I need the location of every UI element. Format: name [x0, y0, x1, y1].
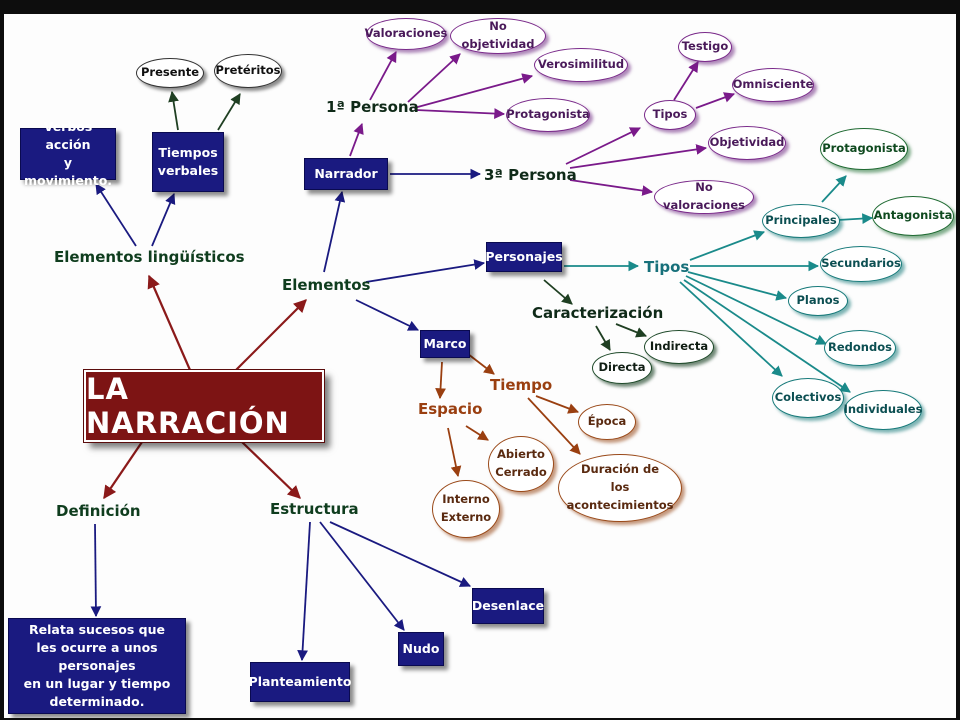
arrow-estructura-to-desenlace — [329, 521, 471, 587]
arrow-tipos-to-omnisciente — [695, 92, 736, 109]
label-tiempo: Tiempo — [490, 376, 553, 394]
arrow-tiempo-to-epoca — [535, 395, 580, 414]
ellipse-indirecta: Indirecta — [644, 330, 714, 364]
arrow-estructura-to-planteamiento — [297, 521, 311, 662]
ellipse-preteritos: Pretéritos — [214, 54, 282, 88]
arrow-espacio-to-abierto — [465, 425, 489, 441]
arrow-tiempo-to-duracion — [527, 397, 581, 455]
ellipse-no-objetividad: No objetividad — [450, 18, 546, 54]
arrow-tercera-to-tipos — [565, 127, 641, 165]
ellipse-directa: Directa — [592, 352, 652, 384]
box-marco: Marco — [420, 330, 470, 358]
arrow-tercera-to-no-valoraciones — [569, 179, 654, 196]
ellipse-antagonista: Antagonista — [872, 196, 954, 236]
label-caracterizacion: Caracterización — [532, 304, 664, 322]
arrow-primera-to-protagonista — [415, 108, 506, 119]
ellipse-no-valoraciones: No valoraciones — [654, 180, 754, 214]
arrow-tipos-to-colectivos — [679, 281, 783, 377]
arrow-primera-to-no-objetividad — [407, 53, 461, 103]
box-desenlace: Desenlace — [472, 588, 544, 624]
arrow-principales-to-protagonista — [821, 175, 847, 203]
ellipse-planos: Planos — [788, 286, 848, 316]
label-elementos-linguisticos: Elementos lingüísticos — [54, 248, 245, 266]
arrow-tiempos-to-presente — [168, 90, 179, 131]
arrow-principales-to-antagonista — [837, 213, 874, 224]
arrow-definicion-to-text — [90, 523, 102, 618]
connector-layer — [90, 51, 874, 662]
ellipse-verosimilitud: Verosimilitud — [534, 48, 628, 82]
title-box: LA NARRACIÓN — [83, 369, 325, 443]
ellipse-abierto-cerrado: Abierto Cerrado — [488, 436, 554, 492]
ellipse-principales: Principales — [762, 204, 840, 238]
label-espacio: Espacio — [418, 400, 483, 418]
concept-map: LA NARRACIÓN Elementos lingüísticos Elem… — [4, 14, 956, 718]
arrow-elementos-to-personajes — [365, 259, 486, 283]
label-definicion: Definición — [56, 502, 141, 520]
box-verbos-accion: Verbos acción y movimiento. — [20, 119, 116, 188]
arrow-title-to-linguisticos — [147, 274, 192, 371]
ellipse-presente: Presente — [136, 58, 204, 88]
arrow-tipos-to-principales — [689, 230, 766, 261]
arrow-primera-to-verosimilitud — [413, 73, 534, 109]
label-primera-persona: 1ª Persona — [326, 98, 419, 116]
arrow-personajes-to-caracterizacion — [543, 279, 573, 305]
arrow-caracterizacion-to-directa — [595, 325, 611, 351]
ellipse-valoraciones: Valoraciones — [365, 18, 447, 50]
arrow-tipos-to-testigo — [673, 61, 699, 101]
ellipse-secundarios: Secundarios — [820, 246, 902, 282]
box-definicion-text: Relata sucesos que les ocurre a unos per… — [8, 618, 186, 714]
ellipse-testigo: Testigo — [678, 32, 732, 62]
ellipse-omnisciente: Omnisciente — [732, 68, 814, 102]
arrow-tipos-to-redondos — [685, 275, 827, 345]
arrow-estructura-to-nudo — [319, 521, 405, 631]
box-tiempos-verbales: Tiempos verbales — [152, 132, 224, 192]
ellipse-protagonista-personaje: Protagonista — [820, 128, 908, 170]
ellipse-individuales: Individuales — [844, 390, 922, 430]
arrow-tipos-to-individuales — [683, 279, 851, 393]
arrow-elementos-to-marco — [355, 299, 419, 331]
arrow-primera-to-valoraciones — [369, 51, 397, 101]
label-tercera-persona: 3ª Persona — [484, 166, 577, 184]
ellipse-colectivos: Colectivos — [772, 378, 844, 418]
ellipse-interno-externo: Interno Externo — [432, 480, 500, 538]
arrow-espacio-to-interno — [447, 427, 462, 478]
ellipse-epoca: Época — [578, 404, 636, 440]
ellipse-tipos-narrador: Tipos — [644, 100, 696, 130]
ellipse-redondos: Redondos — [824, 330, 896, 366]
label-elementos: Elementos — [282, 276, 371, 294]
label-estructura: Estructura — [270, 500, 359, 518]
arrow-elementos-to-narrador — [323, 190, 346, 273]
arrow-marco-to-espacio — [435, 361, 446, 400]
arrow-title-to-elementos — [235, 299, 307, 371]
ellipse-objetividad: Objetividad — [708, 126, 786, 160]
arrow-caracterizacion-to-indirecta — [615, 323, 648, 338]
arrow-narrador-to-primera — [349, 122, 364, 157]
ellipse-duracion: Duración de los acontecimientos — [558, 454, 682, 522]
arrow-tipos-to-planos — [687, 271, 788, 301]
box-nudo: Nudo — [398, 632, 444, 666]
box-narrador: Narrador — [304, 158, 388, 190]
arrow-marco-to-tiempo — [467, 353, 495, 375]
label-tipos-personajes: Tipos — [644, 258, 690, 276]
arrow-linguisticos-to-verbos — [95, 183, 137, 247]
arrow-tiempos-to-preteritos — [217, 93, 241, 131]
ellipse-protagonista-narrador: Protagonista — [506, 98, 590, 132]
arrow-title-to-definicion — [103, 441, 143, 500]
arrow-title-to-estructura — [241, 441, 301, 499]
box-planteamiento: Planteamiento — [249, 662, 351, 702]
arrow-linguisticos-to-tiempos — [151, 193, 176, 247]
arrow-tercera-to-objetividad — [569, 144, 708, 169]
box-personajes: Personajes — [485, 242, 563, 272]
